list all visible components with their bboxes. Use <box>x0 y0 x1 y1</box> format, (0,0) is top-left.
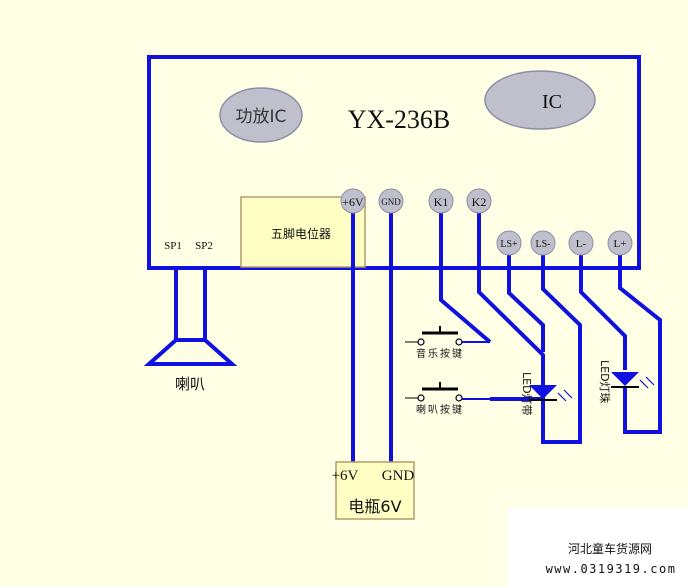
battery-gnd-label: GND <box>382 468 415 484</box>
ic-chip <box>484 70 596 130</box>
amp-ic-label: 功放IC <box>236 107 287 127</box>
pin-k1-label: K1 <box>434 195 449 209</box>
pin-6v-label: +6V <box>342 195 364 209</box>
music-button-label: 音乐按键 <box>416 347 464 360</box>
pin-l-minus <box>568 230 594 256</box>
battery-box <box>335 461 415 520</box>
music-button-icon <box>405 326 490 346</box>
battery-label: 电瓶6V <box>348 497 401 516</box>
battery-plus-label: +6V <box>332 468 359 484</box>
pin-l-plus-label: L+ <box>614 238 627 250</box>
pin-l-plus <box>607 230 633 256</box>
watermark-url: www.0319319.com <box>546 562 677 576</box>
pin-k1 <box>428 188 454 214</box>
led-light-icon <box>529 385 573 402</box>
amp-ic-chip <box>219 87 303 143</box>
speaker-label: 喇叭 <box>175 375 205 393</box>
horn-button-icon <box>405 382 490 402</box>
led-lamp-icon <box>611 372 655 389</box>
pin-ls-plus-label: LS+ <box>500 239 518 250</box>
pin-ls-minus <box>530 230 556 256</box>
pin-headers: +6V GND K1 K2 LS+ LS- L- L+ <box>340 188 633 256</box>
horn-button-label: 喇叭按键 <box>416 403 464 416</box>
pin-k2 <box>466 188 492 214</box>
board-model: YX-236B <box>348 105 451 134</box>
pin-gnd-label: GND <box>381 197 401 207</box>
wires <box>174 207 662 462</box>
potentiometer-label: 五脚电位器 <box>271 226 331 241</box>
sp2-label: SP2 <box>195 240 213 252</box>
pin-gnd <box>378 188 404 214</box>
pin-ls-plus <box>496 230 522 256</box>
led-lamp-label: LED灯珠 <box>598 360 612 404</box>
sp1-label: SP1 <box>164 240 182 252</box>
led-light-label: LED灯带 <box>520 372 533 416</box>
speaker-horn-icon <box>143 338 238 366</box>
pin-k2-label: K2 <box>472 195 487 209</box>
pin-ls-minus-label: LS- <box>536 239 551 250</box>
ic-label: IC <box>542 91 562 113</box>
watermark-site: 河北童车货源网 <box>568 541 652 556</box>
watermark-panel <box>507 507 688 586</box>
pin-l-minus-label: L- <box>576 238 587 250</box>
pin-6v <box>340 188 366 214</box>
